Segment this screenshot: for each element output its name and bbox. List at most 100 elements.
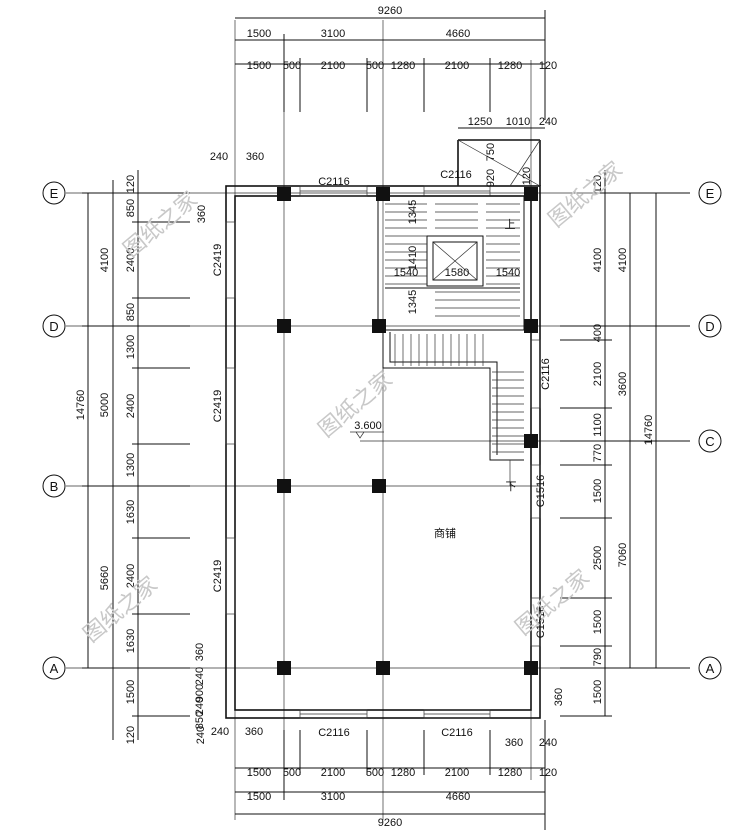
- right-dim: 2500: [592, 546, 604, 570]
- left-small-dim: 240: [194, 667, 206, 685]
- left-small-dim: 900: [194, 684, 206, 702]
- top-dim: 1500: [247, 28, 271, 40]
- bottom-small-dim: 240: [195, 726, 207, 744]
- right-dim: 1100: [592, 413, 604, 437]
- axis-bubbles: E D B A E D C A: [42, 181, 722, 680]
- window-labels: C2116 C2116 C2116 C2116 C2419 C2419 C241…: [212, 169, 552, 739]
- top-dim: 120: [539, 60, 557, 72]
- right-dim: 1500: [592, 479, 604, 503]
- right-dim: 2100: [592, 362, 604, 386]
- axis-label-a-right: A: [706, 661, 715, 676]
- left-dim: 2400: [125, 394, 137, 418]
- bottom-small-dim: 360: [505, 737, 523, 749]
- left-dim: 5000: [99, 393, 111, 417]
- left-dim: 1300: [125, 335, 137, 359]
- window-label-left-2: C2419: [212, 390, 224, 422]
- watermark: 图纸之家: [119, 187, 202, 263]
- watermark: 图纸之家: [79, 572, 162, 648]
- bottom-small-dim: 360: [553, 688, 565, 706]
- right-dim: 770: [592, 444, 604, 462]
- left-dim: 5660: [99, 566, 111, 590]
- window-label-bottom-a: C2116: [318, 727, 350, 739]
- stair-down-label: 下: [506, 481, 517, 493]
- axis-label-a-left: A: [50, 661, 59, 676]
- bottom-dim: 500: [366, 767, 384, 779]
- top-total-dim: 9260: [378, 5, 402, 17]
- top-dim: 1280: [498, 60, 522, 72]
- room-label: 商铺: [434, 526, 456, 540]
- watermarks: 图纸之家 图纸之家 图纸之家 图纸之家 图纸之家: [79, 157, 627, 648]
- bottom-small-dim: 240: [539, 737, 557, 749]
- bottom-small-dim: 360: [245, 726, 263, 738]
- right-dim: 1500: [592, 610, 604, 634]
- right-dimensions: 120 4100 400 2100 1100 770 1500 2500 150…: [560, 170, 690, 717]
- right-dim: 400: [592, 324, 604, 342]
- stair-dim: 1580: [445, 267, 469, 279]
- left-small-dim: 360: [194, 643, 206, 661]
- left-dim: 1300: [125, 453, 137, 477]
- left-dim: 2400: [125, 564, 137, 588]
- top-dim: 500: [366, 60, 384, 72]
- top-dim: 1500: [247, 60, 271, 72]
- left-dim: 4100: [99, 248, 111, 272]
- bottom-dim: 1500: [247, 767, 271, 779]
- bottom-dim: 500: [283, 767, 301, 779]
- stair-dim: 120: [521, 167, 533, 185]
- stair-top-dim: 1010: [506, 116, 530, 128]
- right-dim: 120: [592, 175, 604, 193]
- left-dimensions: 14760 4100 5000 5660 120 850 2400 850 13…: [75, 170, 208, 744]
- staircase: 上 下 1345 1410 1345 1540 1580 1540 920 75…: [377, 143, 533, 493]
- window-label-left-1: C2419: [212, 244, 224, 276]
- watermark: 图纸之家: [544, 157, 627, 233]
- bottom-dim: 120: [539, 767, 557, 779]
- stair-dim: 1345: [407, 200, 419, 224]
- window-label-right-3: C1516: [535, 606, 547, 638]
- bottom-dimensions: 1500 500 2100 500 1280 2100 1280 120 150…: [195, 688, 565, 830]
- top-dim: 1280: [391, 60, 415, 72]
- bottom-dim: 3100: [321, 791, 345, 803]
- window-label-right-2: C1516: [535, 475, 547, 507]
- top-dim: 2100: [445, 60, 469, 72]
- top-small-dim: 240: [210, 151, 228, 163]
- stair-dim: 750: [485, 143, 497, 161]
- window-label-top-a: C2116: [318, 176, 350, 188]
- axis-label-e-left: E: [50, 186, 59, 201]
- left-dim: 1630: [125, 629, 137, 653]
- stair-dim: 1540: [394, 267, 418, 279]
- stair-treads-lower: [394, 334, 524, 453]
- right-dim: 7060: [617, 543, 629, 567]
- axis-label-e-right: E: [706, 186, 715, 201]
- bottom-dim: 2100: [321, 767, 345, 779]
- bottom-small-dim: 240: [211, 726, 229, 738]
- stair-up-label: 上: [505, 218, 516, 231]
- stair-dim: 1540: [496, 267, 520, 279]
- right-dim: 4100: [617, 248, 629, 272]
- left-small-dim: 360: [196, 205, 208, 223]
- left-total-dim: 14760: [75, 390, 87, 421]
- left-dim: 120: [125, 175, 137, 193]
- top-dimensions: 9260 1500 3100 4660 1500 500 2100 500 12…: [210, 5, 557, 163]
- axis-label-d-left: D: [49, 319, 58, 334]
- floor-level-label: 3.600: [354, 420, 382, 432]
- window-openings: [225, 185, 541, 719]
- window-label-left-3: C2419: [212, 560, 224, 592]
- bottom-dim: 4660: [446, 791, 470, 803]
- top-dim: 3100: [321, 28, 345, 40]
- right-dim: 3600: [617, 372, 629, 396]
- axis-label-c-right: C: [705, 434, 714, 449]
- left-dim: 120: [125, 726, 137, 744]
- bottom-total-dim: 9260: [378, 817, 402, 829]
- left-dim: 1630: [125, 500, 137, 524]
- window-label-top-b: C2116: [440, 169, 472, 181]
- top-small-dim: 360: [246, 151, 264, 163]
- bottom-dim: 1500: [247, 791, 271, 803]
- right-dim: 4100: [592, 248, 604, 272]
- window-label-bottom-b: C2116: [441, 727, 473, 739]
- left-small-dim: 850: [194, 711, 206, 729]
- left-dim: 850: [125, 303, 137, 321]
- top-dim: 4660: [446, 28, 470, 40]
- top-dim: 2100: [321, 60, 345, 72]
- stair-dim: 1410: [407, 246, 419, 270]
- left-dim: 850: [125, 199, 137, 217]
